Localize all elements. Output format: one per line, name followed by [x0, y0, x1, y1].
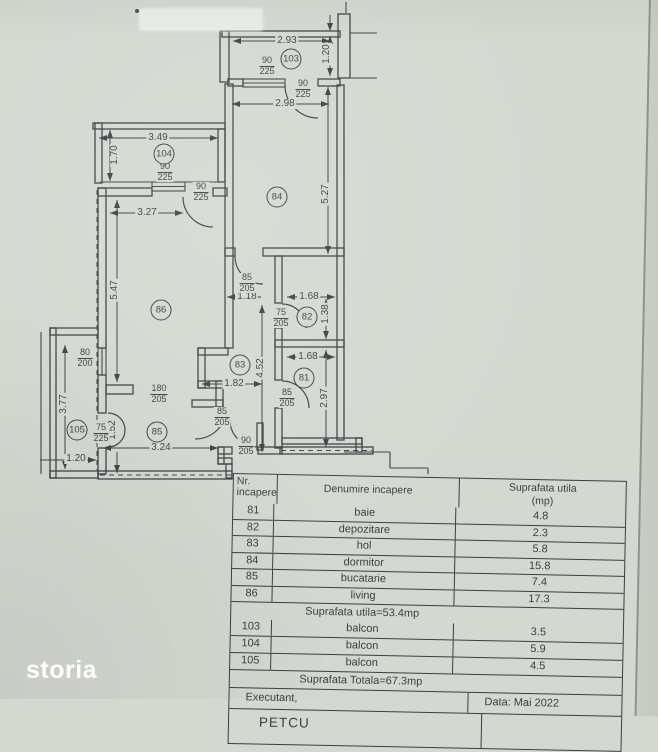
header-nr-incapere: Nr. incapere [233, 474, 278, 504]
signature-name: PETCU [228, 708, 483, 749]
cell-room-area: 4.5 [529, 660, 546, 673]
dimension-label: 3.24 [149, 442, 173, 453]
masked-label-patch [140, 9, 262, 30]
dimension-label: 4.52 [255, 356, 266, 380]
cell-room-number: 81 [233, 503, 275, 520]
dimension-label: 5.27 [320, 182, 331, 206]
dimension-label: 5.47 [109, 278, 120, 302]
cell-room-number: 83 [232, 536, 274, 553]
dimension-label: 2.98 [273, 98, 297, 109]
room-number-103: 103 [280, 48, 302, 70]
cell-room-number: 105 [230, 652, 272, 670]
header-denumire: Denumire incapere [277, 474, 460, 508]
dimension-label: 2.97 [319, 386, 330, 410]
room-areas-table: Nr. incapere Denumire incapere Suprafata… [227, 473, 627, 752]
room-number-104: 104 [153, 143, 175, 165]
dimension-label: 1.82 [222, 378, 246, 389]
cell-room-number: 86 [231, 585, 273, 602]
header-suprafata: Suprafata utila (mp) [508, 481, 577, 508]
dimension-label: 3.27 [135, 207, 159, 218]
room-number-84: 84 [266, 186, 288, 208]
cell-room-number: 82 [232, 519, 275, 536]
cell-room-number: 104 [230, 635, 272, 653]
dimension-label: 1.20 [321, 42, 332, 66]
cell-room-number: 85 [231, 569, 274, 586]
room-number-82: 82 [296, 306, 318, 328]
dimension-label: 1.68 [296, 351, 320, 362]
dimension-label: 3.77 [58, 392, 69, 416]
cell-room-area: 5.9 [530, 643, 546, 656]
cell-room-number: 84 [232, 552, 274, 569]
room-number-85: 85 [146, 421, 168, 443]
scan-dust-speck [135, 9, 139, 13]
walls [49, 13, 374, 480]
signature-empty-cell [482, 714, 622, 751]
dimension-label: 3.49 [146, 132, 170, 143]
storia-watermark: storia [26, 656, 98, 684]
date-label: Data: Mai 2022 [484, 696, 560, 710]
dimension-label: 2.93 [275, 35, 299, 46]
cell-room-area: 3.5 [530, 626, 547, 639]
room-number-105: 105 [66, 419, 88, 441]
dimension-label: 1.68 [297, 291, 321, 302]
room-number-81: 81 [293, 367, 315, 389]
dimension-label: 1.70 [109, 143, 120, 167]
room-number-83: 83 [229, 354, 251, 376]
cell-room-number: 103 [230, 618, 273, 636]
dimension-label: 1.20 [64, 453, 88, 464]
room-number-86: 86 [150, 299, 172, 321]
dimension-label: 1.38 [320, 302, 331, 326]
dimension-label: 1.18 [235, 291, 259, 302]
